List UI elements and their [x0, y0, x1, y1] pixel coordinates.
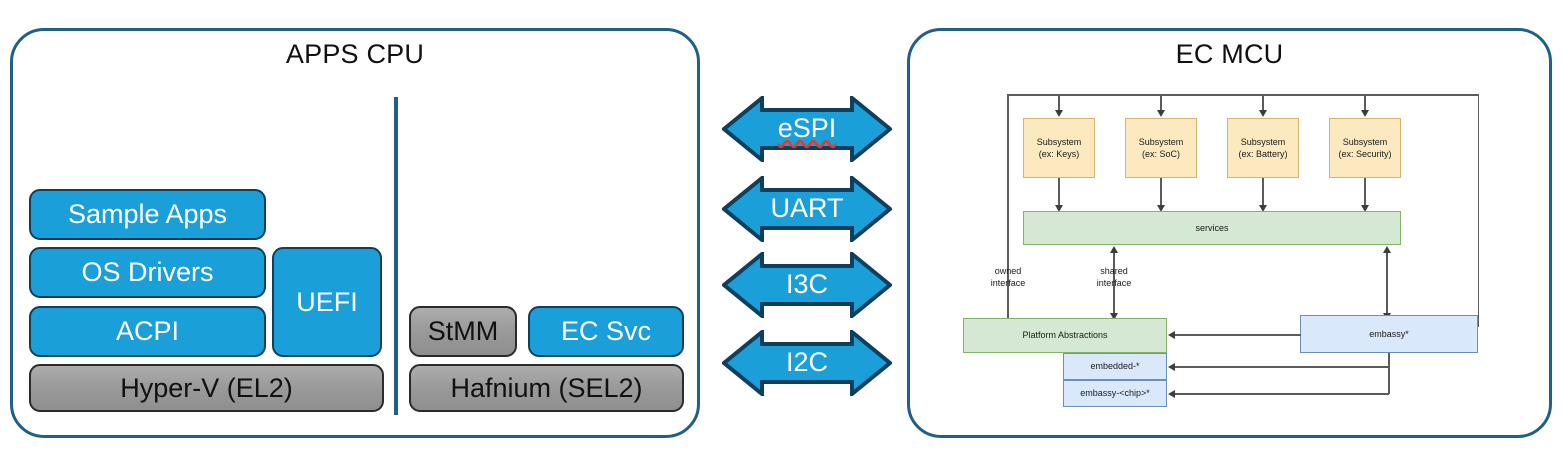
bus-arrow-espi-label: eSPI — [777, 113, 837, 143]
bus-arrow-uart-label: UART — [770, 193, 844, 223]
apps-cpu-vertical-divider — [394, 97, 398, 415]
bus-arrow-espi[interactable]: eSPI — [722, 96, 892, 162]
owned-interface-label-line2: interface — [990, 277, 1026, 288]
ec-mcu-title: EC MCU — [1175, 39, 1284, 69]
shared-interface-label-line2: interface — [1096, 277, 1132, 288]
subsystem-battery[interactable]: Subsystem (ex: Battery) — [1227, 118, 1299, 178]
sub2-to-services-line — [1160, 178, 1162, 206]
block-uefi[interactable]: UEFI — [272, 247, 382, 357]
platform-abstractions-box[interactable]: Platform Abstractions — [963, 318, 1167, 353]
top-bus-right-riser — [1477, 94, 1479, 327]
sub4-to-services-line — [1364, 178, 1366, 206]
sub4-to-services-arrowhead — [1361, 205, 1369, 212]
bus-arrow-i2c[interactable]: I2C — [722, 330, 892, 396]
embassy-down-riser — [1388, 353, 1390, 394]
block-hafnium-label: Hafnium (SEL2) — [450, 372, 643, 403]
services-embassy-line — [1386, 248, 1388, 318]
bus-arrow-i2c-label: I2C — [785, 347, 829, 377]
bus-arrow-i3c[interactable]: I3C — [722, 252, 892, 318]
shared-interface-arrowhead-down — [1110, 313, 1118, 320]
embassy-to-platform-line — [1175, 334, 1301, 336]
block-os-drivers[interactable]: OS Drivers — [29, 247, 266, 298]
block-hafnium[interactable]: Hafnium (SEL2) — [409, 364, 684, 412]
shared-interface-label: shared interface — [1074, 266, 1154, 289]
block-hyper-v[interactable]: Hyper-V (EL2) — [29, 364, 384, 412]
owned-interface-label: owned interface — [968, 266, 1048, 289]
subsystem-soc[interactable]: Subsystem (ex: SoC) — [1125, 118, 1197, 178]
embassy-box[interactable]: embassy* — [1300, 315, 1478, 353]
embassy-to-embedded-line — [1175, 366, 1389, 368]
feed-arrowhead-sub-3 — [1259, 110, 1267, 117]
feed-line-sub-3 — [1262, 94, 1264, 111]
services-embassy-arrowhead-up — [1383, 246, 1391, 253]
embassy-to-embedded-arrowhead — [1168, 363, 1175, 371]
block-ec-svc-label: EC Svc — [560, 316, 652, 346]
subsystem-keys-line2: (ex: Keys) — [1038, 149, 1080, 159]
sub3-to-services-line — [1262, 178, 1264, 206]
embassy-box-label: embassy* — [1369, 328, 1409, 339]
subsystem-battery-line2: (ex: Battery) — [1238, 149, 1288, 159]
subsystem-security-line1: Subsystem — [1342, 136, 1388, 147]
bus-arrow-uart[interactable]: UART — [722, 176, 892, 242]
feed-line-sub-4 — [1364, 94, 1366, 111]
block-ec-svc[interactable]: EC Svc — [528, 306, 684, 357]
embassy-to-embassychip-arrowhead — [1168, 390, 1175, 398]
embassy-chip-box-label: embassy-<chip>* — [1080, 388, 1150, 399]
feed-arrowhead-sub-4 — [1361, 110, 1369, 117]
block-sample-apps[interactable]: Sample Apps — [29, 189, 266, 240]
feed-line-sub-1 — [1058, 94, 1060, 111]
shared-interface-label-line1: shared — [1100, 266, 1128, 276]
embedded-box[interactable]: embedded-* — [1063, 353, 1167, 380]
shared-interface-arrowhead-up — [1110, 246, 1118, 253]
embedded-box-label: embedded-* — [1090, 361, 1140, 372]
block-acpi-label: ACPI — [115, 316, 180, 346]
apps-cpu-title: APPS CPU — [285, 39, 425, 69]
feed-line-sub-2 — [1160, 94, 1162, 111]
subsystem-soc-line1: Subsystem — [1138, 136, 1184, 147]
block-os-drivers-label: OS Drivers — [81, 257, 214, 287]
feed-arrowhead-sub-1 — [1055, 110, 1063, 117]
block-hyper-v-label: Hyper-V (EL2) — [120, 372, 293, 403]
block-uefi-label: UEFI — [296, 286, 358, 317]
subsystem-keys[interactable]: Subsystem (ex: Keys) — [1023, 118, 1095, 178]
feed-arrowhead-sub-2 — [1157, 110, 1165, 117]
block-acpi[interactable]: ACPI — [29, 306, 266, 357]
subsystem-soc-line2: (ex: SoC) — [1141, 149, 1180, 159]
subsystem-keys-line1: Subsystem — [1036, 136, 1082, 147]
sub1-to-services-arrowhead — [1055, 205, 1063, 212]
top-bus-left-riser — [1007, 94, 1009, 324]
block-sample-apps-label: Sample Apps — [67, 199, 228, 229]
subsystem-security-line2: (ex: Security) — [1338, 149, 1392, 159]
services-bar[interactable]: services — [1023, 211, 1401, 245]
sub2-to-services-arrowhead — [1157, 205, 1165, 212]
subsystem-battery-line1: Subsystem — [1240, 136, 1286, 147]
embassy-to-embassychip-line — [1175, 393, 1389, 395]
shared-interface-line — [1113, 248, 1115, 318]
owned-interface-label-line1: owned — [994, 266, 1022, 276]
subsystem-security[interactable]: Subsystem (ex: Security) — [1329, 118, 1401, 178]
bus-arrow-i3c-label: I3C — [785, 269, 829, 299]
top-bus-horizontal — [1007, 94, 1479, 96]
platform-abstractions-label: Platform Abstractions — [1022, 330, 1108, 341]
block-stmm[interactable]: StMM — [409, 306, 517, 357]
services-bar-label: services — [1195, 222, 1229, 233]
sub1-to-services-line — [1058, 178, 1060, 206]
embassy-chip-box[interactable]: embassy-<chip>* — [1063, 380, 1167, 407]
block-stmm-label: StMM — [427, 316, 499, 346]
embassy-to-platform-arrowhead — [1168, 331, 1175, 339]
sub3-to-services-arrowhead — [1259, 205, 1267, 212]
